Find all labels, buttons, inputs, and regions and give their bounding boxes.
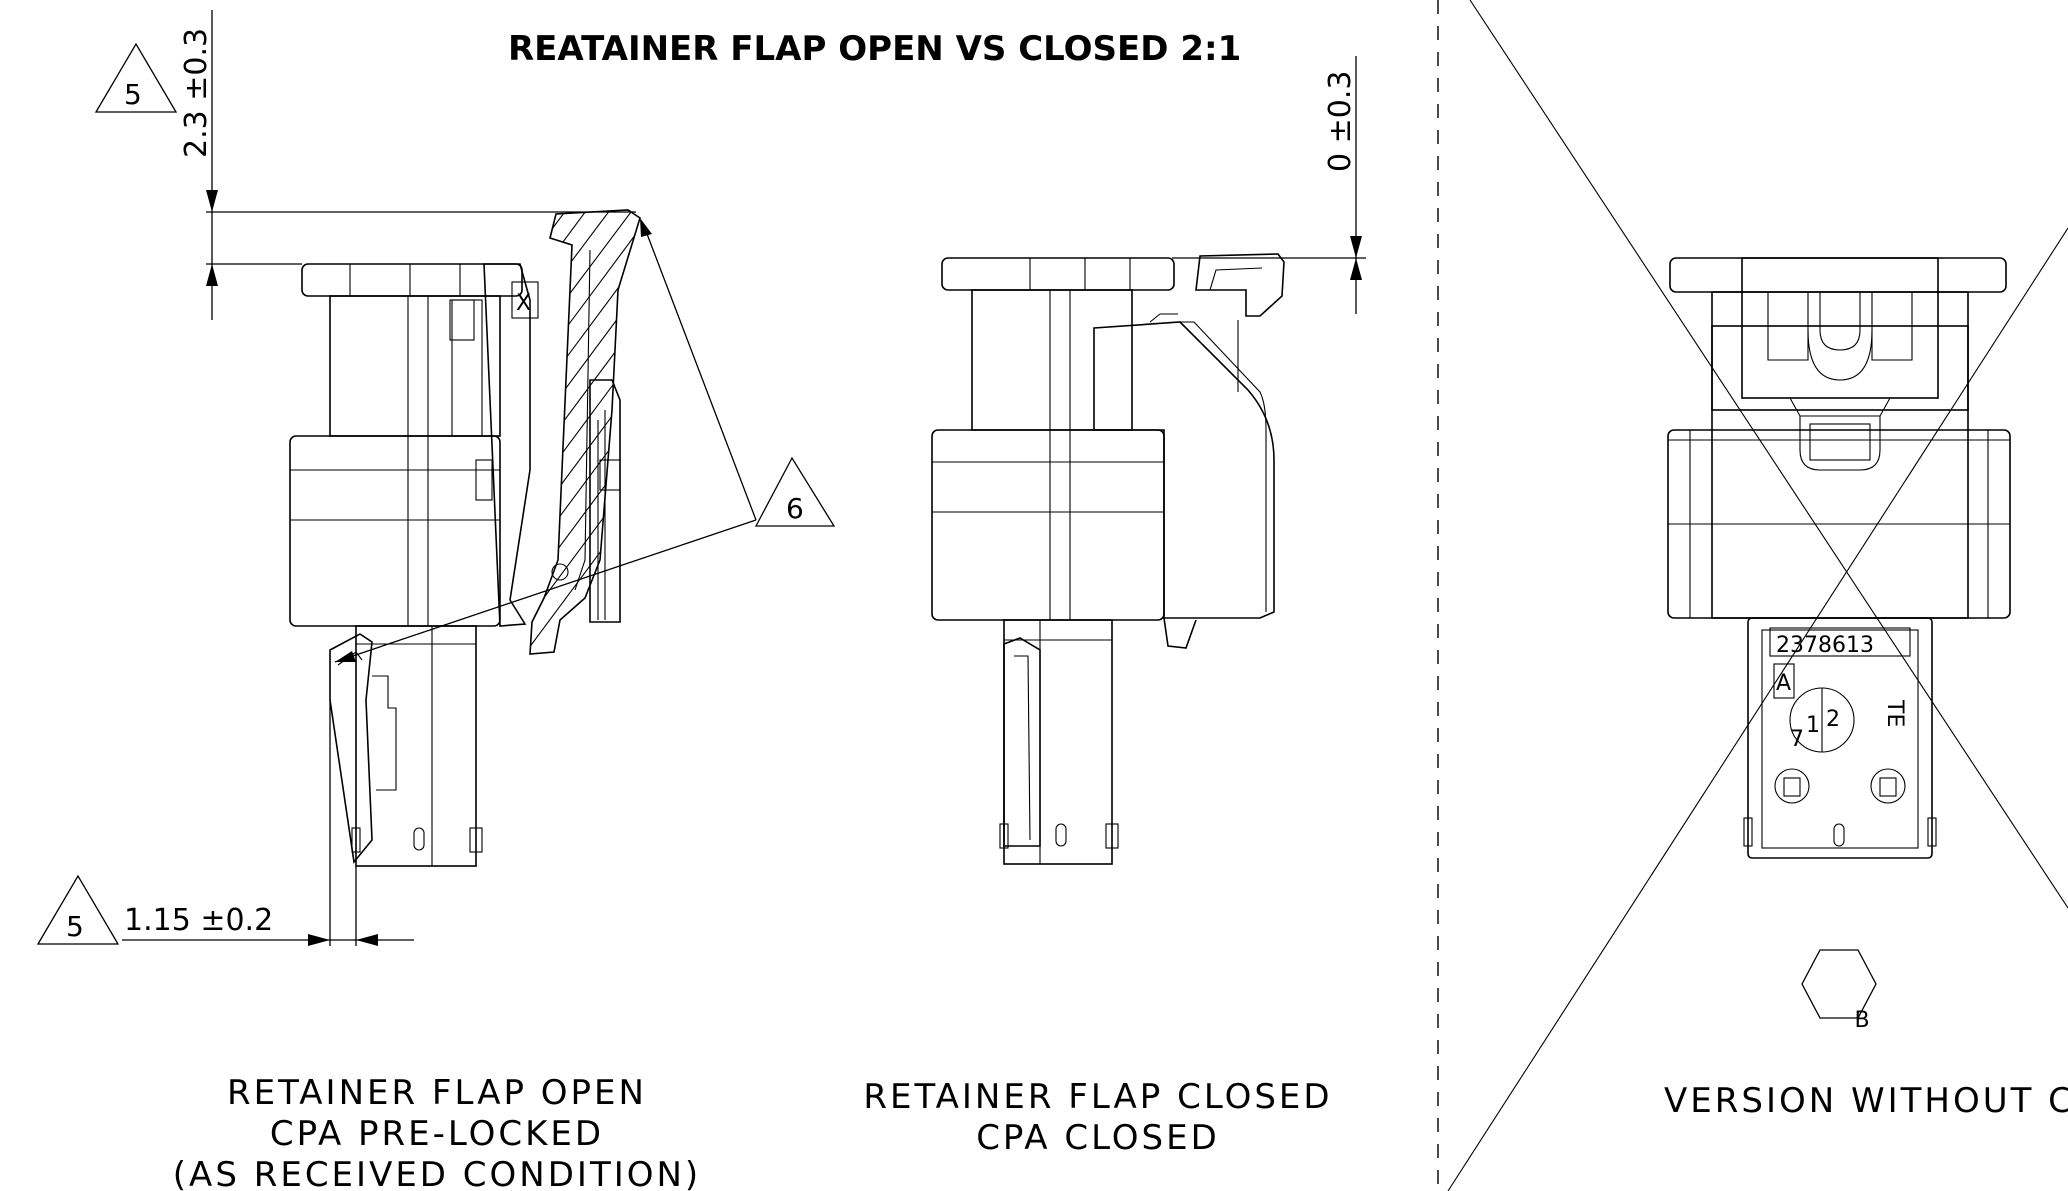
- te-logo: TE: [1882, 699, 1907, 727]
- view-without-cpa: 2378613 A 1 2 7 TE: [1447, 0, 2068, 1191]
- caption-closed-line2: CPA CLOSED: [976, 1118, 1220, 1158]
- caption-without-cpa: VERSION WITHOUT CPA: [1664, 1081, 2068, 1121]
- dial-1: 1: [1806, 713, 1820, 738]
- dial-7: 7: [1790, 727, 1804, 752]
- dim-cpa-offset-text: 1.15 ±0.2: [124, 903, 273, 938]
- callout-flag-5-top: 5: [94, 42, 178, 113]
- view-flap-closed: [931, 253, 1285, 865]
- dim-flap-height: 2.3 ±0.3: [179, 10, 636, 320]
- dim-closed-height: 0 ±0.3: [1172, 56, 1366, 314]
- view-flap-open: X: [289, 209, 757, 867]
- callout-flag-5-bottom: 5: [36, 874, 120, 945]
- x-mark: X: [516, 291, 531, 316]
- callout-hex-b-text: B: [1854, 1008, 1869, 1033]
- part-number: 2378613: [1776, 633, 1874, 658]
- callout-flag-5-top-text: 5: [124, 78, 142, 111]
- caption-closed-line1: RETAINER FLAP CLOSED: [863, 1077, 1332, 1117]
- revision-letter: A: [1776, 671, 1791, 696]
- callout-flag-6-text: 6: [786, 492, 804, 525]
- callout-hex-b: B: [1801, 949, 1877, 1033]
- dim-closed-height-text: 0 ±0.3: [1323, 71, 1358, 172]
- dim-flap-height-text: 2.3 ±0.3: [179, 28, 214, 158]
- caption-open-line1: RETAINER FLAP OPEN: [227, 1073, 647, 1113]
- drawing-title: REATAINER FLAP OPEN VS CLOSED 2:1: [508, 29, 1241, 69]
- callout-flag-5-bottom-text: 5: [66, 910, 84, 943]
- callout-flag-6: 6: [754, 456, 836, 527]
- caption-open-line3: (AS RECEIVED CONDITION): [173, 1155, 701, 1191]
- caption-open-line2: CPA PRE-LOCKED: [270, 1114, 604, 1154]
- dim-cpa-offset: 1.15 ±0.2: [122, 700, 414, 946]
- dial-2: 2: [1826, 707, 1840, 732]
